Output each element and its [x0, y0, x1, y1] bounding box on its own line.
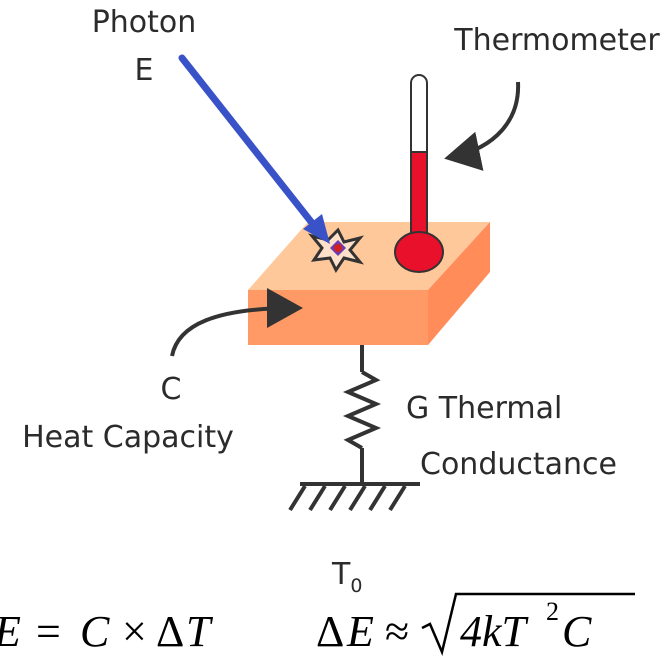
svg-text:Δ: Δ	[156, 607, 184, 656]
thermal-link-spring	[342, 345, 382, 484]
thermometer-label: Thermometer	[453, 23, 660, 58]
svg-text:T: T	[186, 607, 214, 656]
heat-capacity-label: Heat Capacity	[22, 420, 234, 455]
equation-energy-resolution: Δ E ≈ 4kT 2 C	[316, 592, 635, 656]
absorber-block	[248, 222, 490, 345]
svg-text:≈: ≈	[385, 607, 409, 656]
capacity-leader-arrow	[170, 288, 303, 357]
svg-text:×: ×	[122, 607, 147, 656]
block-side-face	[428, 222, 490, 345]
svg-text:2: 2	[546, 597, 559, 626]
thermal-conductance-label-2: Conductance	[420, 447, 617, 482]
block-front-face	[248, 290, 428, 345]
thermometer-leader-arrow	[444, 81, 521, 171]
sqrt-sign	[421, 592, 635, 656]
svg-text:C: C	[562, 607, 592, 656]
bath-temperature-label: T0	[331, 557, 362, 597]
svg-text:Δ: Δ	[316, 607, 344, 656]
svg-text:C: C	[80, 607, 110, 656]
heat-capacity-symbol: C	[161, 372, 182, 407]
thermometer-bulb	[394, 231, 444, 273]
photon-label: Photon	[92, 5, 197, 40]
thermal-conductance-label: G Thermal	[406, 391, 562, 426]
svg-text:E: E	[0, 607, 21, 656]
svg-text:=: =	[36, 607, 61, 656]
equation-energy-capacity: E = C × Δ T	[0, 607, 214, 656]
photon-arrow	[178, 54, 330, 244]
heat-bath-ground	[288, 482, 420, 512]
svg-text:E: E	[346, 607, 374, 656]
svg-text:4kT: 4kT	[460, 607, 530, 656]
thermometer	[394, 74, 444, 273]
photon-energy-label: E	[135, 53, 154, 88]
